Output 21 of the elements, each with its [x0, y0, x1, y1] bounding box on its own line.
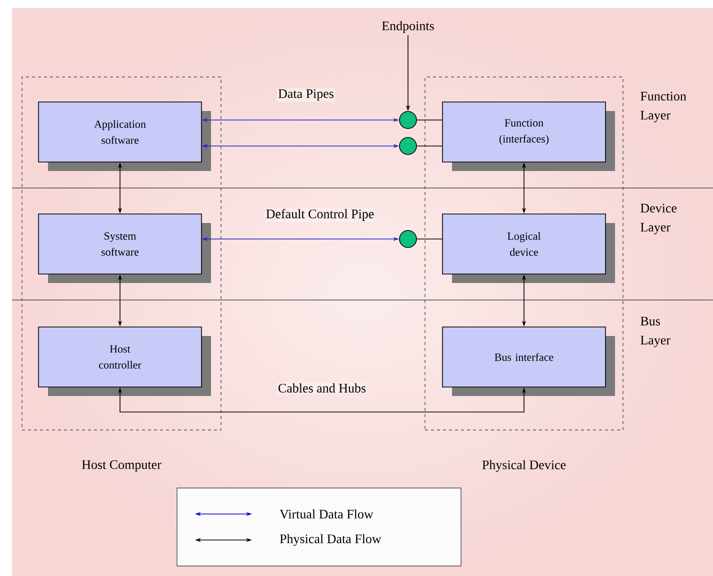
- edge-label: Cables and Hubs: [276, 382, 368, 394]
- process-box: Application software: [38, 102, 211, 171]
- process-box: Function (interfaces): [442, 102, 615, 171]
- endpoint-circle: [399, 111, 417, 129]
- connector-line: [416, 238, 442, 240]
- endpoint-circle: [399, 230, 417, 248]
- process-box: Logical device: [442, 214, 615, 283]
- edge-label: Data Pipes: [277, 88, 335, 102]
- process-box: Bus interface: [442, 326, 615, 396]
- legend-text: Virtual Data Flow: [280, 509, 374, 519]
- group-title: Host Computer: [82, 460, 162, 472]
- group-title: Physical Device: [482, 460, 566, 472]
- process-box: System software: [38, 214, 211, 283]
- layer-label: Function Layer: [640, 92, 686, 122]
- edge-label: Default Control Pipe: [264, 208, 376, 222]
- legend-text: Physical Data Flow: [280, 534, 382, 546]
- callout-text: Endpoints: [382, 21, 434, 33]
- layer-label: Device Layer: [640, 204, 677, 234]
- endpoint-circle: [399, 137, 417, 155]
- process-box: Host controller: [38, 326, 211, 396]
- layer-label: Bus Layer: [640, 316, 670, 348]
